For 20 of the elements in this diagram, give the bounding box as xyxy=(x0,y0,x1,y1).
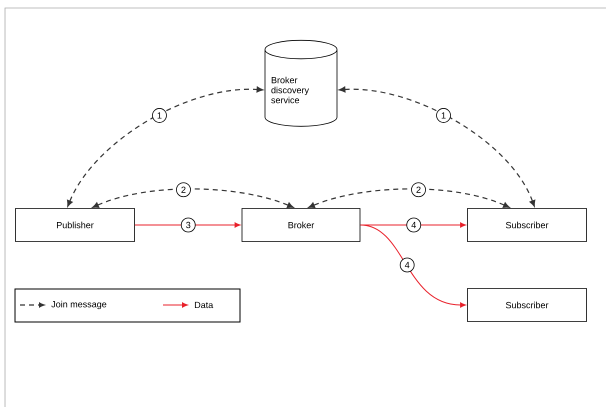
arrow xyxy=(134,222,240,228)
process-box: Broker xyxy=(242,208,360,242)
edge-label: 1 xyxy=(152,108,167,123)
edge-label: 4 xyxy=(406,218,422,232)
process-box: Subscriber xyxy=(467,288,587,322)
database-cylinder: Broker discovery service xyxy=(264,40,338,127)
edge-label: 2 xyxy=(176,182,191,198)
arrow xyxy=(92,188,294,208)
edge-label: 1 xyxy=(436,108,451,123)
edge-label: 4 xyxy=(400,258,415,272)
process-box: Publisher xyxy=(15,208,135,242)
edge-label: 3 xyxy=(180,218,196,232)
arrow xyxy=(67,86,264,207)
process-box: Subscriber xyxy=(467,208,587,242)
edge-label: 2 xyxy=(411,182,426,198)
legend-label: Join message xyxy=(51,300,106,310)
legend-label: Data xyxy=(194,302,214,308)
arrow xyxy=(360,224,466,308)
arrow xyxy=(338,86,536,207)
arrow xyxy=(308,188,510,208)
